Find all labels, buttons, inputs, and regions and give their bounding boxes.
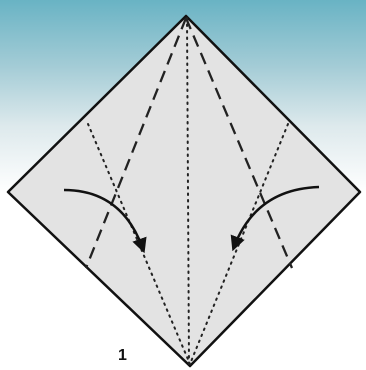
paper-square: [8, 16, 360, 366]
step-number: 1: [118, 348, 127, 364]
